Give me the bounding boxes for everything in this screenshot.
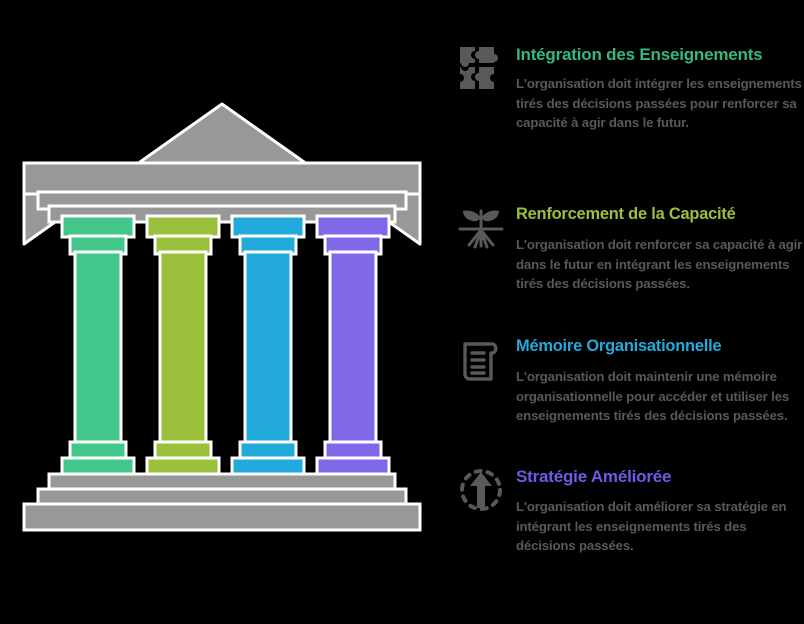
- principle-description: L'organisation doit maintenir une mémoir…: [516, 369, 790, 423]
- principle-title: Renforcement de la Capacité: [516, 205, 736, 223]
- temple-base-steps: [22, 472, 422, 532]
- principle-text-block: Intégration des Enseignements L'organisa…: [516, 44, 804, 133]
- seedling-roots-icon: [455, 202, 507, 254]
- principle-description: L'organisation doit renforcer sa capacit…: [516, 237, 803, 291]
- principle-title: Intégration des Enseignements: [516, 45, 763, 64]
- principle-text-block: Renforcement de la Capacité L'organisati…: [516, 204, 804, 294]
- principle-description: L'organisation doit améliorer sa stratég…: [516, 499, 787, 553]
- pillar-integration: [60, 214, 136, 481]
- principle-title: Mémoire Organisationnelle: [516, 337, 722, 355]
- upward-arrow-dashed-circle-icon: [455, 464, 507, 516]
- pillar-memory: [230, 214, 306, 481]
- principle-text-block: Stratégie Améliorée L'organisation doit …: [516, 466, 804, 556]
- pillar-strategy: [315, 214, 391, 481]
- pillar-capacity: [145, 214, 221, 481]
- scroll-document-icon: [455, 334, 507, 386]
- principles-list: Intégration des Enseignements L'organisa…: [452, 0, 804, 624]
- principle-text-block: Mémoire Organisationnelle L'organisation…: [516, 336, 804, 426]
- puzzle-pieces-icon: [455, 42, 507, 94]
- principle-description: L'organisation doit intégrer les enseign…: [516, 76, 802, 130]
- temple-illustration: [22, 102, 422, 532]
- principle-title: Stratégie Améliorée: [516, 467, 672, 486]
